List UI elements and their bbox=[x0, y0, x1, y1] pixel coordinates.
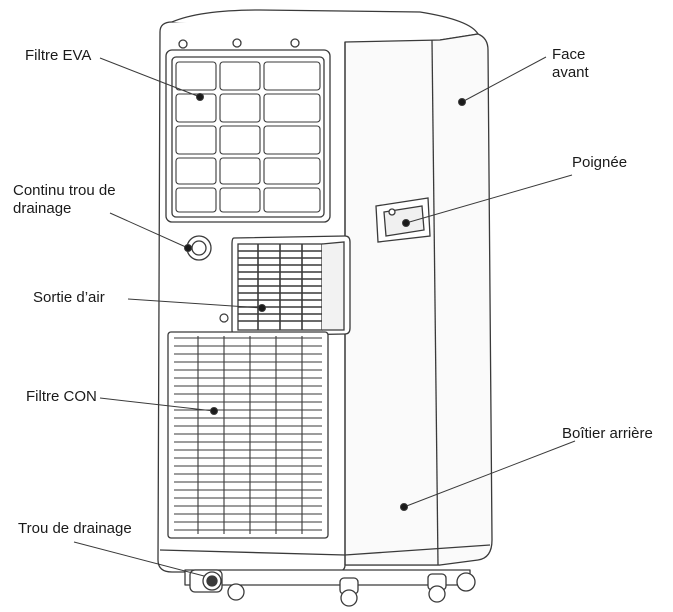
top-surface bbox=[171, 9, 479, 41]
con-filter-grille bbox=[174, 336, 322, 534]
con-filter-frame bbox=[167, 331, 329, 539]
label-filtre-con: Filtre CON bbox=[26, 388, 97, 405]
leader-lines bbox=[73, 56, 576, 577]
label-continu-trou-drainage: Continu trou de drainage bbox=[13, 182, 116, 217]
drain-outlet bbox=[189, 569, 223, 593]
label-trou-drainage: Trou de drainage bbox=[18, 520, 132, 537]
label-sortie-air: Sortie d’air bbox=[33, 289, 105, 306]
wheels bbox=[227, 572, 476, 607]
base-plate bbox=[184, 569, 471, 586]
handle bbox=[375, 197, 431, 243]
label-boitier-arriere: Boîtier arrière bbox=[562, 425, 653, 442]
front-edge-line bbox=[431, 39, 439, 566]
base-strip bbox=[159, 544, 491, 556]
air-outlet-louvers bbox=[238, 244, 322, 330]
side-panel bbox=[344, 33, 493, 566]
label-filtre-eva: Filtre EVA bbox=[25, 47, 92, 64]
continuous-drain-plug bbox=[186, 235, 212, 261]
label-face-avant: Face avant bbox=[552, 46, 589, 81]
label-poignee: Poignée bbox=[572, 154, 628, 171]
eva-filter-grid bbox=[175, 61, 321, 213]
